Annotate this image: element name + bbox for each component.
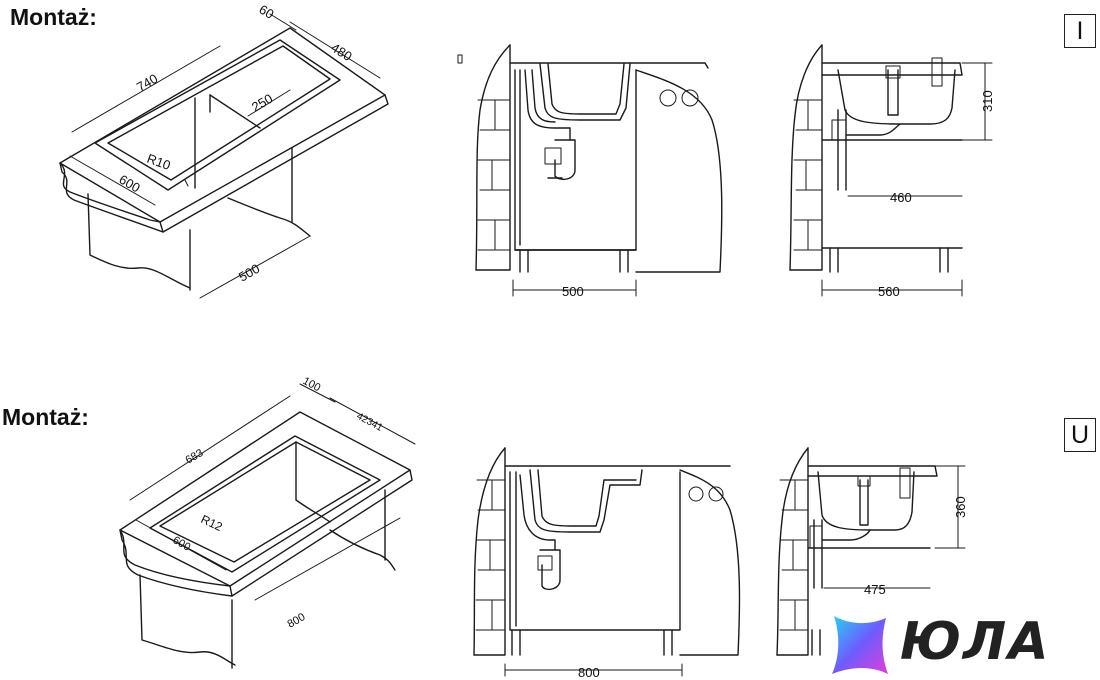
iso-bottom-dim-r12: R12 (199, 512, 225, 534)
section-bottom-heading: Montaż: (2, 404, 89, 430)
iso-top-dim-500: 500 (236, 261, 262, 285)
iso-top-dim-250: 250 (249, 91, 275, 115)
front-top-dim-500: 500 (562, 284, 584, 299)
side-bottom-dim-360: 360 (953, 496, 968, 518)
iso-bottom-dim-100: 100 (301, 375, 323, 394)
brand-logo (832, 616, 888, 674)
top-isometric-drawing: 740 60 480 250 R10 600 500 (59, 2, 389, 299)
bottom-isometric-drawing: 683 100 42341 R12 600 800 (119, 375, 416, 669)
iso-bottom-dim-600: 600 (171, 534, 193, 554)
side-top-dim-460: 460 (890, 190, 912, 205)
iso-bottom-dim-800: 800 (286, 611, 308, 631)
side-top-dim-560: 560 (878, 284, 900, 299)
iso-top-dim-740: 740 (134, 71, 160, 95)
brand-star-icon (832, 616, 888, 674)
variant-label-i: I (1064, 14, 1096, 48)
top-side-view: 310 460 560 (789, 44, 995, 299)
brand-logo-text: ЮЛА (900, 612, 1051, 672)
iso-top-dim-600: 600 (117, 172, 143, 196)
iso-top-dim-r10: R10 (145, 151, 173, 173)
front-bottom-dim-800: 800 (578, 665, 600, 680)
iso-bottom-dim-42341: 42341 (355, 411, 385, 434)
variant-label-u: U (1064, 418, 1096, 452)
side-top-dim-310: 310 (980, 90, 995, 112)
side-bottom-dim-475: 475 (864, 582, 886, 597)
section-top-heading: Montaż: (10, 4, 97, 30)
top-front-view: 500 (457, 44, 723, 299)
iso-bottom-dim-683: 683 (184, 447, 206, 467)
bottom-side-view: 360 475 (776, 447, 968, 656)
bottom-front-view: 800 (473, 447, 741, 680)
iso-top-dim-60: 60 (257, 2, 277, 22)
